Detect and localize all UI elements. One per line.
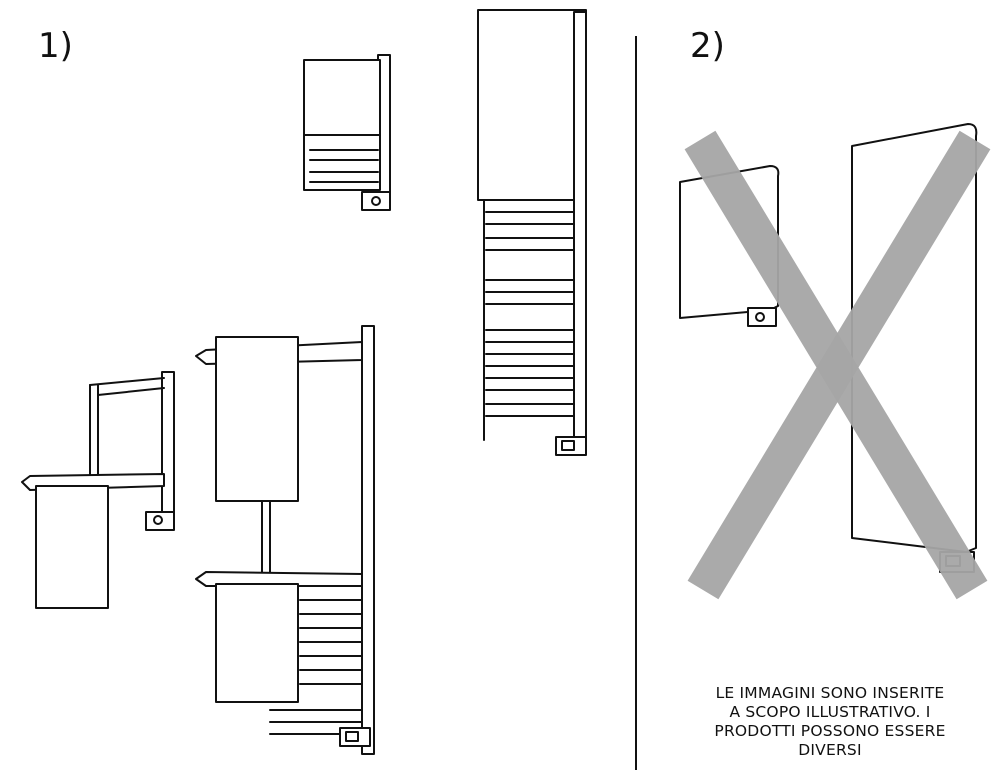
small-rack-with-towel [21,371,175,609]
tall-radiator-with-racks [195,325,375,755]
rack-radiator-bars [269,599,363,735]
prohibited-cross-icon [684,130,991,600]
disclaimer-line-4: DIVERSI [798,741,862,759]
tall-radiator-bars [485,211,575,417]
disclaimer-line-1: LE IMMAGINI SONO INSERITE [715,684,945,702]
panel-divider [635,36,637,770]
disclaimer-note: LE IMMAGINI SONO INSERITE A SCOPO ILLUST… [668,684,992,760]
disclaimer-line-3: PRODOTTI POSSONO ESSERE [714,722,946,740]
tall-radiator-with-towel [477,9,587,456]
panel-2-label: 2) [690,26,725,66]
small-radiator-with-towel [303,54,391,211]
panel-1-label: 1) [38,26,73,66]
disclaimer-line-2: A SCOPO ILLUSTRATIVO. I [729,703,931,721]
